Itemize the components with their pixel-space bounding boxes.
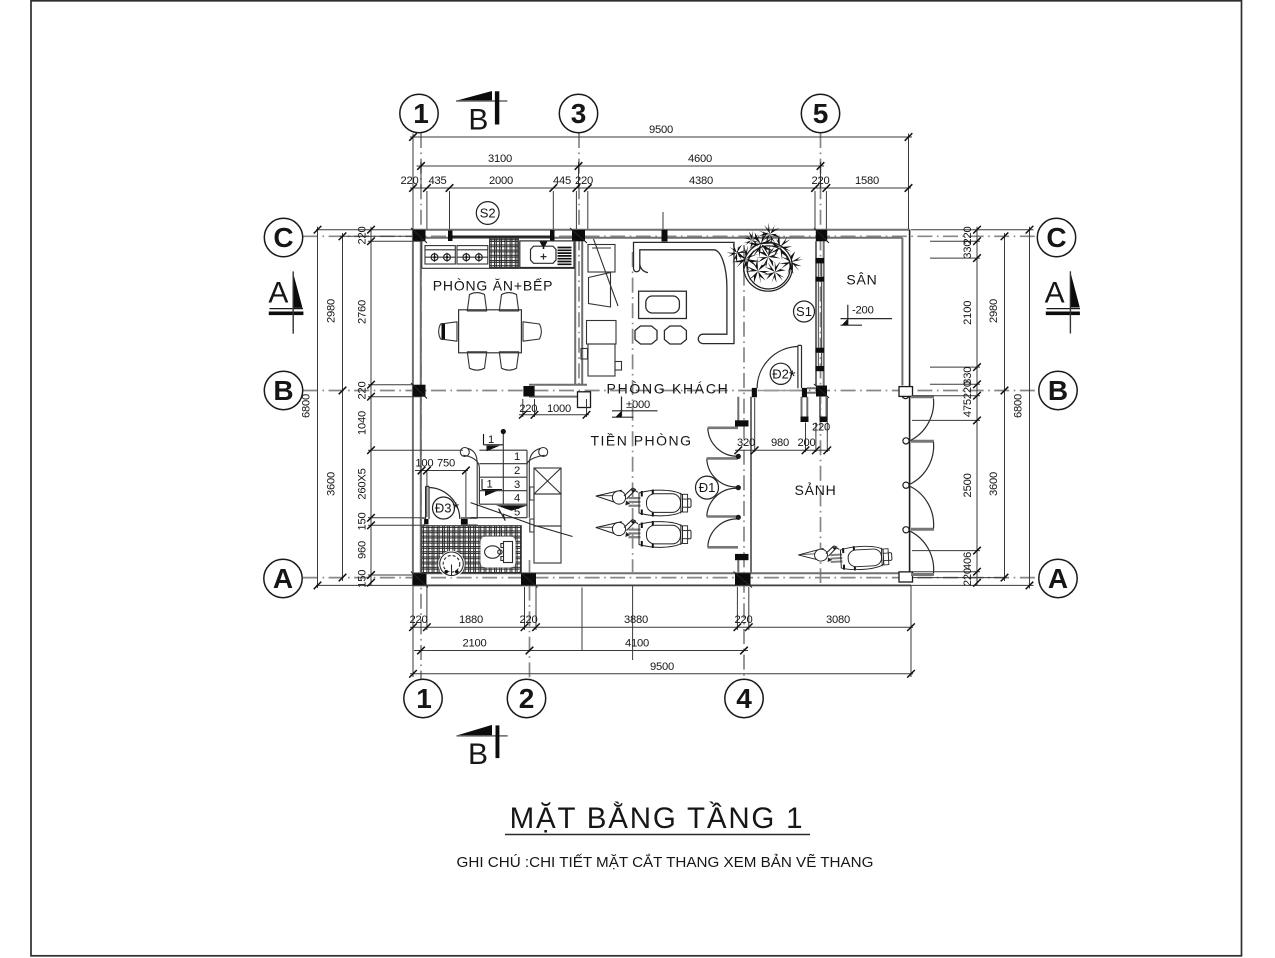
svg-text:2100: 2100 — [462, 638, 486, 650]
svg-text:3880: 3880 — [624, 614, 648, 626]
svg-text:PHÒNG KHÁCH: PHÒNG KHÁCH — [607, 381, 730, 397]
svg-text:B: B — [468, 738, 488, 771]
svg-text:B: B — [273, 375, 293, 406]
svg-text:1: 1 — [487, 479, 493, 491]
svg-text:200: 200 — [797, 437, 815, 449]
svg-text:220: 220 — [962, 381, 974, 399]
svg-text:220: 220 — [409, 614, 427, 626]
svg-text:3600: 3600 — [326, 472, 338, 496]
svg-text:Đ2: Đ2 — [772, 366, 789, 381]
svg-text:S2: S2 — [480, 206, 496, 221]
svg-text:1580: 1580 — [855, 175, 879, 187]
svg-text:475: 475 — [962, 399, 974, 417]
svg-text:320: 320 — [737, 437, 755, 449]
svg-text:B: B — [1048, 375, 1068, 406]
svg-text:GHI CHÚ :CHI TIẾT MẶT CẮT THAN: GHI CHÚ :CHI TIẾT MẶT CẮT THANG XEM BẢN … — [457, 853, 874, 871]
svg-text:4600: 4600 — [688, 153, 712, 165]
svg-text:4: 4 — [736, 683, 752, 714]
svg-text:*: * — [789, 367, 796, 386]
svg-text:960: 960 — [357, 541, 369, 559]
svg-text:220: 220 — [575, 175, 593, 187]
svg-text:A: A — [273, 563, 293, 594]
svg-text:220: 220 — [812, 422, 830, 434]
svg-text:A: A — [1045, 277, 1065, 310]
svg-text:S1: S1 — [796, 304, 812, 319]
svg-text:3: 3 — [514, 479, 520, 491]
svg-text:150: 150 — [357, 570, 369, 588]
svg-text:750: 750 — [437, 457, 455, 469]
svg-text:980: 980 — [771, 437, 789, 449]
svg-text:2980: 2980 — [326, 299, 338, 323]
svg-text:1: 1 — [514, 451, 520, 463]
svg-text:B: B — [468, 104, 488, 137]
svg-text:Đ3: Đ3 — [435, 501, 452, 516]
svg-text:1000: 1000 — [547, 403, 571, 415]
svg-text:2760: 2760 — [357, 300, 369, 324]
svg-text:3080: 3080 — [826, 614, 850, 626]
svg-text:220: 220 — [734, 614, 752, 626]
svg-text:9500: 9500 — [649, 124, 673, 136]
svg-text:PHÒNG ĂN+BẾP: PHÒNG ĂN+BẾP — [433, 278, 553, 294]
svg-text:2: 2 — [519, 683, 535, 714]
svg-text:406: 406 — [962, 552, 974, 570]
svg-text:Đ1: Đ1 — [699, 480, 716, 495]
svg-text:220: 220 — [962, 568, 974, 586]
svg-text:6800: 6800 — [1013, 394, 1025, 418]
svg-text:TIỀN PHÒNG: TIỀN PHÒNG — [590, 433, 692, 449]
svg-text:5: 5 — [813, 98, 829, 129]
svg-text:100: 100 — [415, 457, 433, 469]
svg-text:5: 5 — [514, 507, 520, 519]
svg-text:C: C — [273, 222, 293, 253]
svg-text:SÂN: SÂN — [846, 272, 877, 288]
svg-text:220: 220 — [811, 175, 829, 187]
svg-text:3600: 3600 — [988, 472, 1000, 496]
svg-text:1: 1 — [488, 434, 494, 446]
svg-text:220: 220 — [519, 614, 537, 626]
svg-text:-200: -200 — [852, 305, 874, 317]
svg-text:9500: 9500 — [650, 661, 674, 673]
svg-text:1040: 1040 — [357, 411, 369, 435]
svg-text:4380: 4380 — [689, 175, 713, 187]
svg-text:SẢNH: SẢNH — [794, 482, 836, 498]
svg-text:*: * — [453, 499, 460, 518]
svg-text:2000: 2000 — [489, 175, 513, 187]
svg-text:±000: ±000 — [626, 399, 650, 411]
svg-text:445: 445 — [553, 175, 571, 187]
svg-text:220: 220 — [357, 226, 369, 244]
svg-text:1: 1 — [413, 98, 429, 129]
svg-text:2100: 2100 — [962, 301, 974, 325]
svg-text:330: 330 — [962, 241, 974, 259]
svg-text:3100: 3100 — [488, 153, 512, 165]
svg-text:220: 220 — [357, 381, 369, 399]
svg-text:150: 150 — [357, 512, 369, 530]
svg-text:4: 4 — [514, 493, 520, 505]
svg-text:A: A — [268, 277, 288, 310]
svg-text:220: 220 — [962, 226, 974, 244]
svg-text:C: C — [1046, 222, 1066, 253]
svg-text:4100: 4100 — [625, 638, 649, 650]
svg-text:260X5: 260X5 — [357, 468, 369, 499]
svg-text:1: 1 — [416, 683, 432, 714]
svg-text:220: 220 — [400, 175, 418, 187]
svg-text:6800: 6800 — [301, 394, 313, 418]
svg-text:1880: 1880 — [459, 614, 483, 626]
svg-text:435: 435 — [428, 175, 446, 187]
svg-text:2980: 2980 — [988, 299, 1000, 323]
svg-text:330: 330 — [962, 367, 974, 385]
svg-text:A: A — [1048, 563, 1068, 594]
svg-text:MẶT BẰNG TẦNG 1: MẶT BẰNG TẦNG 1 — [510, 801, 805, 835]
svg-text:2500: 2500 — [962, 473, 974, 497]
svg-text:220: 220 — [519, 403, 537, 415]
svg-text:2: 2 — [514, 465, 520, 477]
svg-text:3: 3 — [571, 98, 587, 129]
